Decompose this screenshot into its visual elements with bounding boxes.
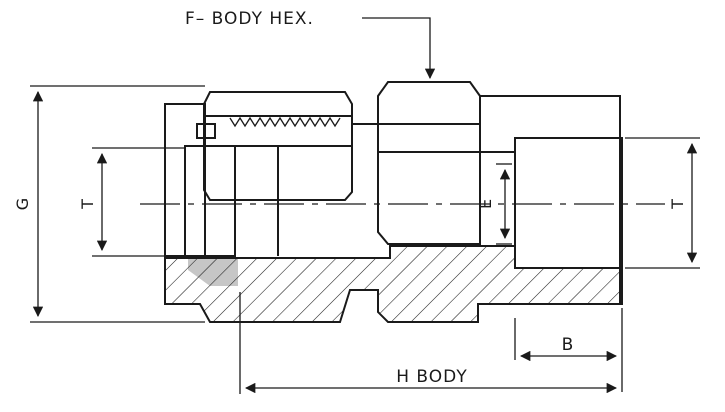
dimension-e-label: E (476, 199, 495, 209)
body-hex-leader (362, 17, 436, 80)
body-hex (377, 81, 481, 245)
dimension-t-left-label: T (78, 199, 97, 210)
dimension-b-label: B (562, 335, 575, 355)
dimension-h: H BODY (239, 292, 618, 394)
dimension-t-right: T (625, 137, 700, 269)
dimension-e: E (476, 163, 512, 245)
dimension-t-left: T (78, 147, 185, 257)
hatched-section (164, 245, 623, 323)
body-hex-label: F– BODY HEX. (185, 9, 314, 29)
tube-socket-right (480, 95, 623, 304)
dimension-b: B (514, 308, 623, 392)
dimension-g: G (13, 85, 205, 323)
thread-teeth (229, 116, 341, 128)
dimension-g-label: G (13, 198, 32, 210)
dimension-h-label: H BODY (396, 367, 467, 387)
ferrule-region (164, 103, 279, 257)
dimension-t-right-label: T (668, 199, 687, 210)
